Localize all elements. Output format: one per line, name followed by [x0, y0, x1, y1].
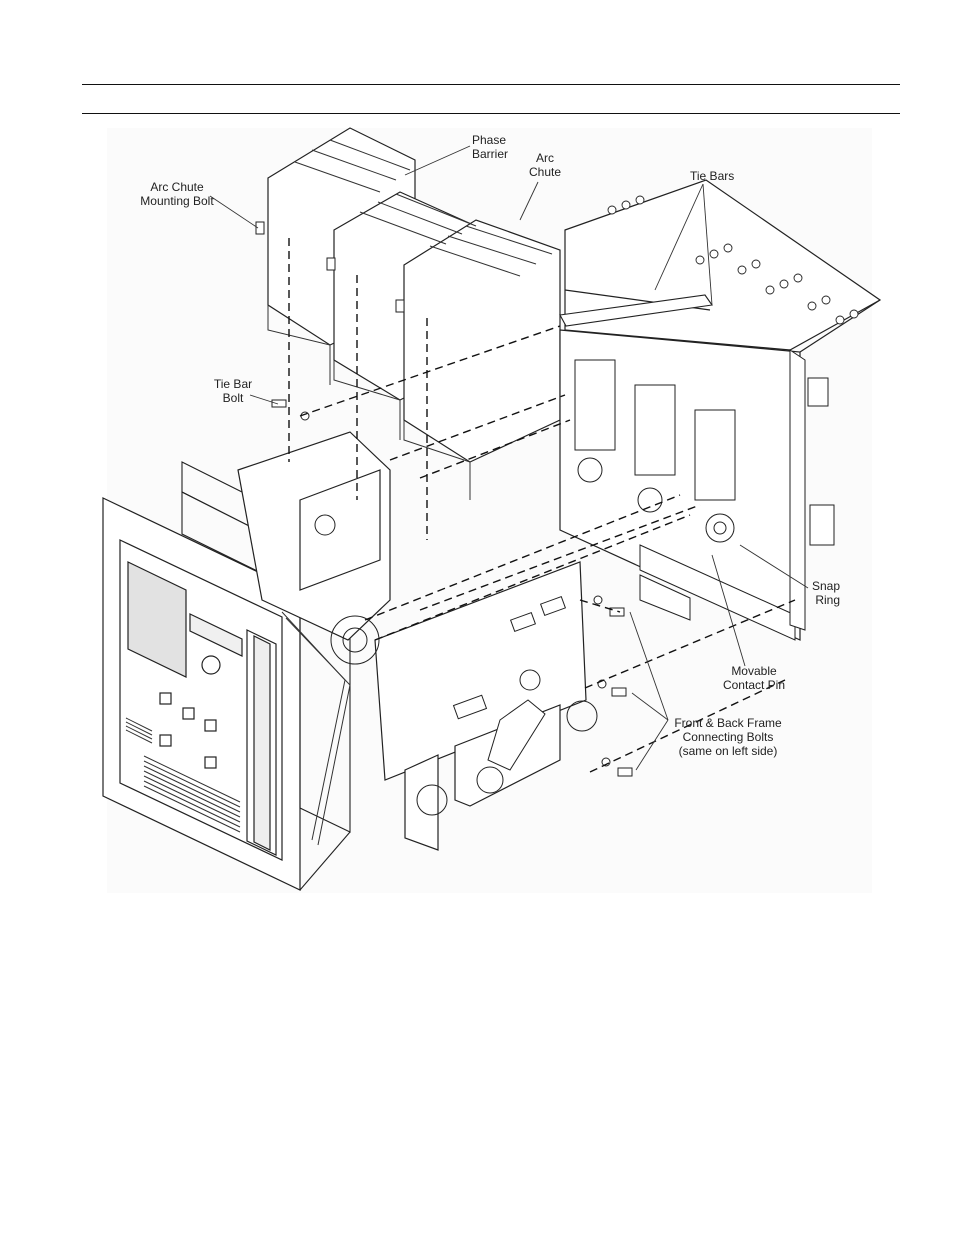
header-rule-top: [82, 84, 900, 85]
label-arc-chute: Arc Chute: [528, 151, 562, 179]
arc-chute-ribs: [294, 139, 553, 277]
cover-vents: [125, 717, 241, 833]
assembly-dashed-lines: [288, 238, 796, 773]
header-rule-bottom: [82, 113, 900, 114]
label-snap-ring: Snap Ring: [811, 579, 840, 607]
mechanism-details: [314, 514, 598, 816]
label-tie-bars: Tie Bars: [690, 169, 735, 183]
arc-chutes: [267, 127, 561, 463]
phase-barrier-plates: [267, 305, 471, 500]
label-movable-contact-pin: Movable Contact Pin: [722, 664, 786, 692]
front-cover: [102, 497, 301, 891]
cover-cables: [281, 611, 351, 846]
secondary-contacts: [807, 377, 835, 546]
back-frame-holes: [607, 195, 859, 325]
leader-lines: [209, 145, 809, 771]
label-frame-connecting-bolts: Front & Back Frame Connecting Bolts (sam…: [674, 716, 782, 758]
bolts: [255, 221, 633, 777]
label-arc-chute-mounting-bolt: Arc Chute Mounting Bolt: [140, 180, 214, 208]
label-phase-barrier: Phase Barrier: [472, 133, 509, 161]
label-tie-bar-bolt: Tie Bar Bolt: [213, 377, 253, 405]
contact-assemblies: [574, 359, 736, 543]
